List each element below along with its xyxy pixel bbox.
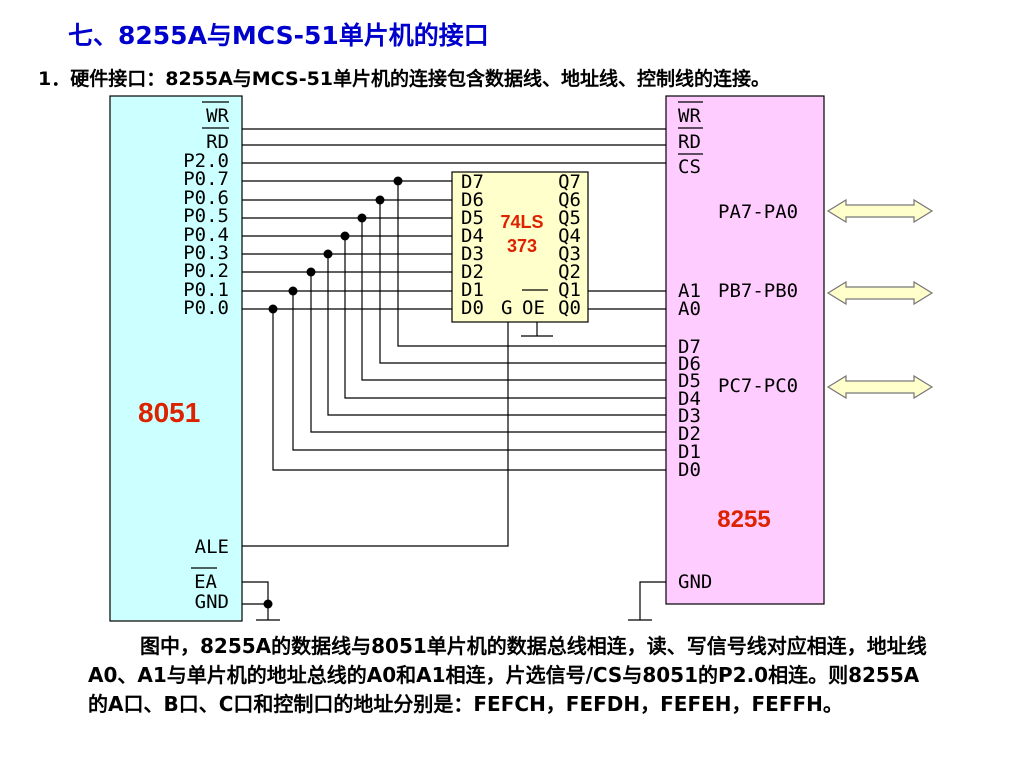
p07-wire [242, 180, 666, 347]
ppi-pin-d5: D5 [678, 370, 701, 392]
ppi-port-c-label: PC7-PC0 [718, 375, 798, 397]
mcu-pin-ea: EA [194, 571, 217, 593]
latch-pin-d6: D6 [461, 189, 484, 211]
p00-wire [242, 308, 666, 471]
latch-pin-q3: Q3 [558, 243, 581, 265]
port-arrows [826, 198, 934, 400]
ppi-pin-d7: D7 [678, 336, 701, 358]
ppi-chip-label: 8255 [717, 506, 770, 533]
mcu-chip-label: 8051 [138, 397, 200, 428]
ppi-pin-gnd: GND [678, 571, 712, 593]
ppi-pin-wr: WR [678, 105, 701, 127]
p05-wire [242, 217, 666, 381]
p04-wire [242, 235, 666, 399]
latch-label-line2: 373 [507, 236, 537, 256]
mcu-pin-p20: P2.0 [183, 150, 229, 172]
slide-title: 七、8255A与MCS-51单片机的接口 [68, 21, 489, 50]
port-c-arrow [826, 374, 934, 400]
mcu-pin-wr: WR [206, 105, 229, 127]
mcu-pin-p00: P0.0 [183, 297, 229, 319]
mcu-pin-p01: P0.1 [183, 279, 229, 301]
ppi-pin-d6: D6 [678, 353, 701, 375]
latch-74ls373-chip [451, 171, 589, 323]
p03-wire [242, 253, 666, 416]
latch-pin-d5: D5 [461, 207, 484, 229]
ppi-pin-d4: D4 [678, 388, 701, 410]
mcu-pin-rd: RD [206, 131, 229, 153]
ppi-pin-rd: RD [678, 131, 701, 153]
ppi-port-a-label: PA7-PA0 [718, 201, 798, 223]
latch-pin-d3: D3 [461, 243, 484, 265]
mcu-pin-p05: P0.5 [183, 205, 229, 227]
latch-pin-q6: Q6 [558, 189, 581, 211]
ppi-pin-cs: CS [678, 156, 701, 178]
ppi-pin-d1: D1 [678, 441, 701, 463]
ppi-pin-d2: D2 [678, 423, 701, 445]
ppi-pin-d0: D0 [678, 459, 701, 481]
mcu-pin-ale: ALE [195, 536, 229, 558]
mcu-pin-p04: P0.4 [183, 224, 229, 246]
p01-wire [242, 290, 666, 451]
mcu-pin-gnd: GND [195, 591, 229, 613]
latch-pin-d4: D4 [461, 225, 484, 247]
latch-pin-q0: Q0 [558, 297, 581, 319]
slide-subtitle: 1．硬件接口：8255A与MCS-51单片机的连接包含数据线、地址线、控制线的连… [38, 68, 771, 90]
latch-pin-q2: Q2 [558, 261, 581, 283]
port-b-arrow [826, 280, 934, 306]
wiring [242, 128, 666, 621]
junction-dots [263, 176, 403, 609]
mcu-pin-p02: P0.2 [183, 260, 229, 282]
latch-pin-q7: Q7 [558, 171, 581, 193]
latch-pin-q4: Q4 [558, 225, 581, 247]
mcu-pin-p03: P0.3 [183, 242, 229, 264]
latch-pin-d7: D7 [461, 171, 484, 193]
p02-wire [242, 271, 666, 433]
latch-pin-g: G [501, 297, 512, 319]
latch-pin-q1: Q1 [558, 279, 581, 301]
description-paragraph: 图中，8255A的数据线与8051单片机的数据总线相连，读、写信号线对应相连，地… [88, 634, 927, 716]
port-a-arrow [826, 198, 934, 224]
ppi-port-b-label: PB7-PB0 [718, 280, 798, 302]
ppi-pin-a0: A0 [678, 298, 701, 320]
p06-wire [242, 199, 666, 364]
mcu-pin-p06: P0.6 [183, 187, 229, 209]
mcu-8051-chip [109, 95, 243, 622]
ale-wire [242, 322, 509, 547]
latch-pin-d1: D1 [461, 279, 484, 301]
latch-pin-q5: Q5 [558, 207, 581, 229]
ppi-8255-chip [665, 95, 825, 605]
latch-pin-oe: OE [522, 297, 545, 319]
ppi-pin-d3: D3 [678, 405, 701, 427]
circuit-diagram: WR RD P2.0 P0.7 P0.6 P0.5 P0.4 P0.3 P0.2… [109, 95, 934, 622]
latch-pin-d0: D0 [461, 297, 484, 319]
mcu-pin-p07: P0.7 [183, 168, 229, 190]
latch-pin-d2: D2 [461, 261, 484, 283]
ppi-pin-a1: A1 [678, 280, 701, 302]
latch-label-line1: 74LS [500, 212, 543, 232]
